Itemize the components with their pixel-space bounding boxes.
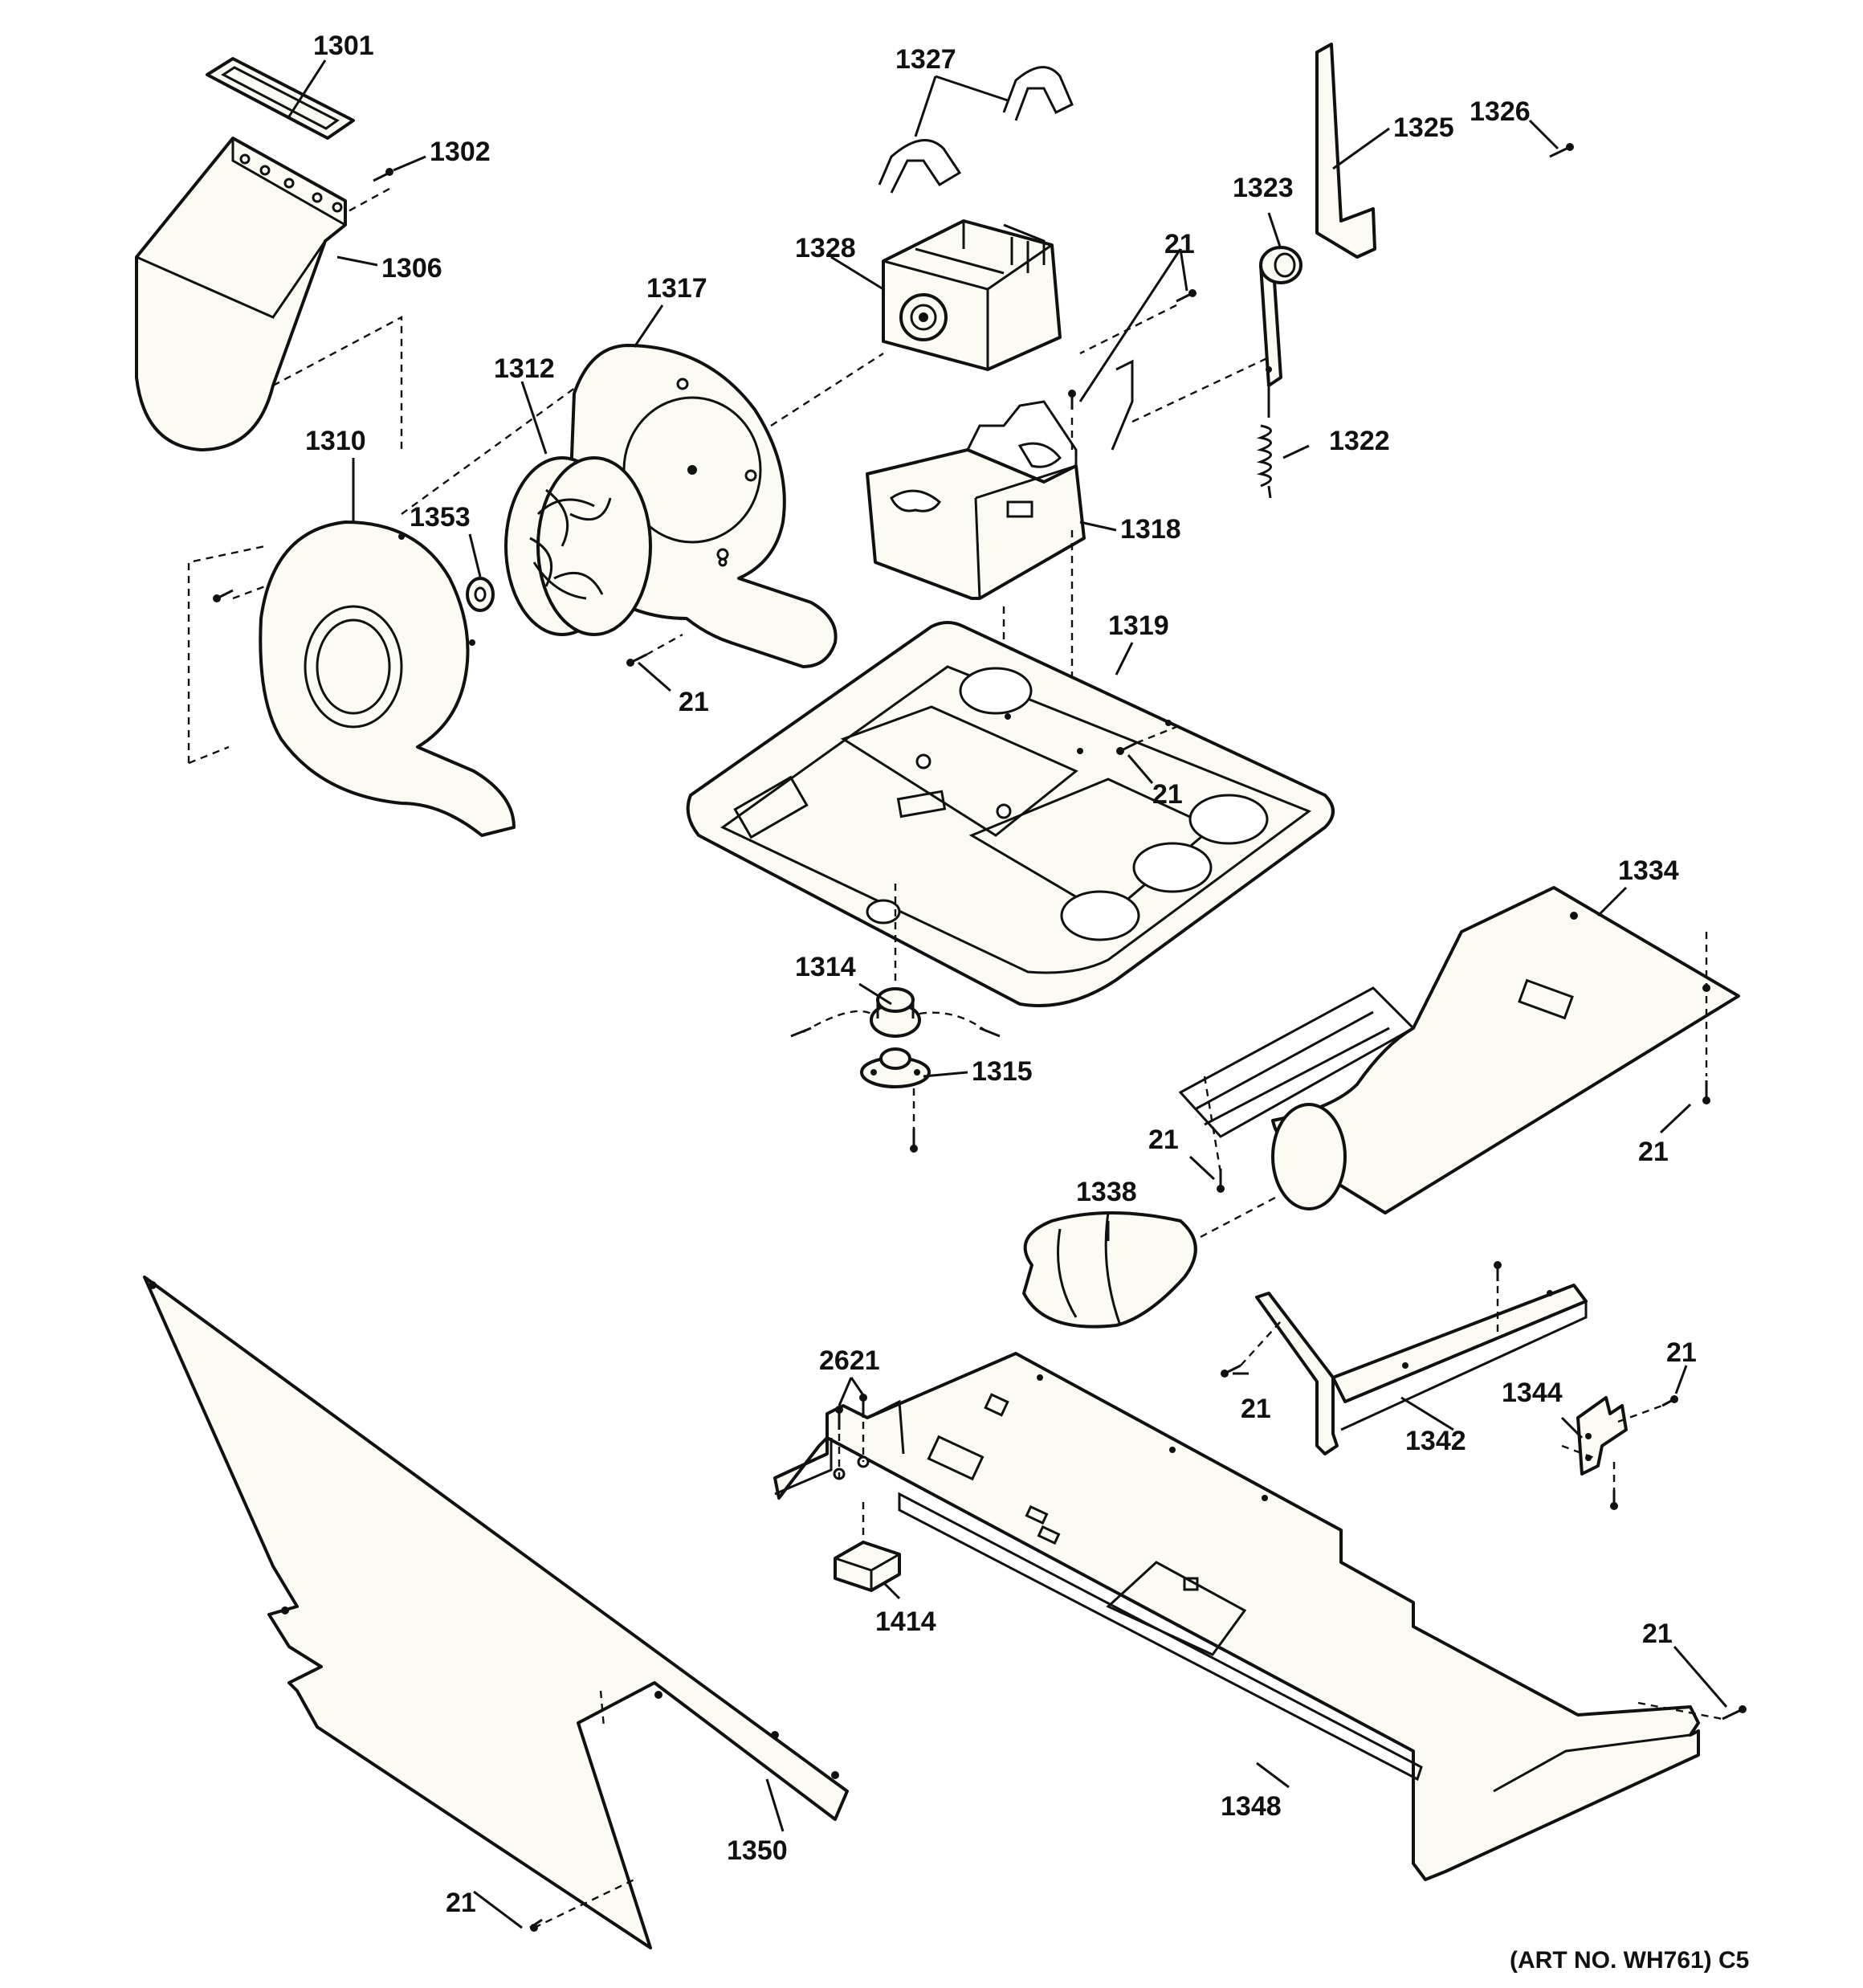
part-1344-bracket [1576, 1396, 1628, 1476]
label-21-base: 21 [1152, 779, 1183, 810]
label-1326: 1326 [1470, 96, 1531, 127]
part-1319-base-plate [686, 621, 1335, 1007]
screw-21-j [1661, 1395, 1678, 1407]
label-1318: 1318 [1120, 514, 1181, 545]
part-1328-motor [882, 219, 1062, 371]
label-1344: 1344 [1502, 1378, 1563, 1408]
screw-21-i [1221, 1364, 1241, 1378]
leader-lines [287, 59, 1728, 1929]
label-1353: 1353 [410, 502, 471, 533]
screw-1302 [373, 168, 393, 182]
label-1334: 1334 [1618, 855, 1679, 886]
label-1322: 1322 [1329, 426, 1390, 456]
label-2621: 2621 [819, 1345, 880, 1376]
part-1342-rail [1255, 1284, 1588, 1455]
screw-21-k [1610, 1490, 1618, 1510]
part-1334-heater-duct [1178, 886, 1740, 1214]
screw-21-g [1217, 1169, 1225, 1193]
part-1414-block [834, 1541, 901, 1592]
part-1318-motor-mount [866, 400, 1086, 600]
part-1322-spring [1256, 386, 1272, 499]
label-21-motor: 21 [1164, 229, 1195, 259]
part-1314-idler-pulley [790, 987, 1001, 1038]
screw-21-b [626, 653, 647, 667]
label-1338: 1338 [1076, 1177, 1137, 1207]
screw-1342 [1494, 1261, 1502, 1281]
part-1325-belt [1315, 43, 1376, 259]
label-1301: 1301 [313, 31, 374, 61]
label-21-rail: 21 [1241, 1394, 1271, 1424]
screw-21-d [1176, 289, 1196, 303]
label-1306: 1306 [381, 253, 442, 284]
part-1312-blower-wheel [504, 456, 652, 636]
label-21-duct-right: 21 [1638, 1137, 1669, 1167]
screw-21-f [910, 1129, 918, 1153]
label-1323: 1323 [1233, 173, 1294, 203]
screw-2621-b [859, 1394, 867, 1418]
art-number: (ART NO. WH761) C5 [1510, 1947, 1749, 1974]
label-1327: 1327 [895, 44, 956, 75]
label-1350: 1350 [727, 1835, 788, 1866]
part-labels: 1301 1302 1306 1317 1312 1310 1353 21 13… [305, 31, 1749, 1974]
label-21-blower: 21 [679, 687, 709, 717]
screw-21-c [1068, 390, 1076, 410]
label-21-base-panel: 21 [1642, 1619, 1673, 1649]
label-21-front-panel: 21 [446, 1888, 476, 1918]
screws [213, 168, 1747, 1932]
label-1315: 1315 [972, 1056, 1033, 1087]
label-21-bracket: 21 [1666, 1337, 1697, 1368]
part-1327-motor-clamps [878, 66, 1074, 194]
screw-21-m [529, 1918, 543, 1932]
part-1310-blower-housing-front [259, 520, 516, 837]
label-1342: 1342 [1405, 1426, 1466, 1456]
screw-21-a [213, 589, 234, 602]
part-1338-duct-elbow [1022, 1211, 1197, 1329]
part-1350-front-panel [143, 1276, 849, 1949]
motor-switch-wire [1111, 359, 1134, 451]
part-1306-exhaust-duct [135, 137, 347, 451]
label-1348: 1348 [1221, 1791, 1282, 1822]
label-1302: 1302 [430, 137, 491, 167]
part-1323-idler-arm [1259, 246, 1302, 387]
part-1315-pulley-bracket [860, 1047, 931, 1088]
screw-2621-a [835, 1406, 843, 1430]
screw-21-h [1702, 1080, 1710, 1104]
screw-21-l [1722, 1705, 1747, 1721]
label-1319: 1319 [1108, 610, 1169, 641]
label-1328: 1328 [795, 233, 856, 263]
screw-21-e [1116, 741, 1137, 755]
label-1310: 1310 [305, 426, 366, 456]
label-1314: 1314 [795, 952, 856, 982]
part-1301-gasket [206, 57, 355, 140]
part-1326-screw [1549, 143, 1574, 158]
label-1312: 1312 [494, 353, 555, 384]
label-1325: 1325 [1393, 112, 1454, 143]
label-1414: 1414 [875, 1606, 936, 1637]
label-21-duct-left: 21 [1148, 1125, 1179, 1155]
label-1317: 1317 [646, 273, 707, 304]
part-1353-washer [466, 577, 495, 612]
